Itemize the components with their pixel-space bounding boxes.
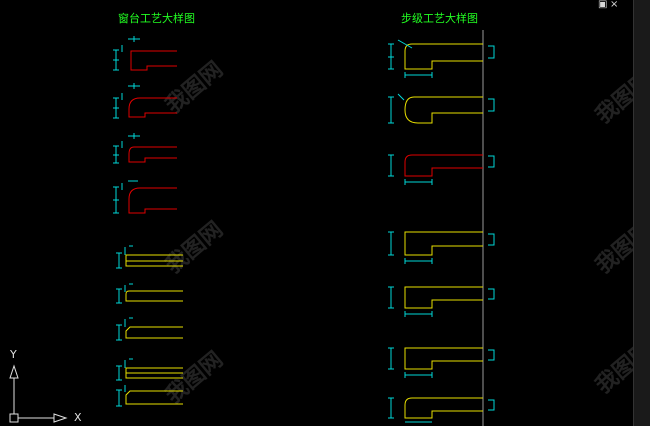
right-drawing-title: 步级工艺大样图 — [401, 12, 478, 25]
step-detail-2 — [404, 96, 483, 124]
step-detail-7 — [404, 397, 483, 419]
ucs-x-label: X — [74, 411, 82, 424]
sill-detail-2 — [128, 97, 177, 118]
restore-window-icon[interactable]: ▣ — [598, 0, 608, 10]
vertical-scrollbar[interactable] — [633, 0, 650, 426]
dimension-marks-left — [113, 36, 140, 407]
step-detail-4 — [404, 231, 483, 256]
ucs-icon — [9, 364, 68, 423]
sill-profile-5 — [125, 390, 183, 405]
left-drawing-title: 窗台工艺大样图 — [118, 12, 195, 25]
step-detail-1 — [404, 43, 483, 70]
sill-profile-3 — [125, 326, 183, 339]
step-detail-5 — [404, 286, 483, 309]
step-detail-6 — [404, 347, 483, 370]
sill-detail-1 — [130, 50, 177, 71]
close-window-icon[interactable]: × — [610, 0, 619, 10]
sill-profile-4 — [125, 367, 183, 379]
sill-detail-4 — [128, 187, 177, 214]
sill-profile-1 — [125, 254, 183, 267]
sill-detail-3 — [128, 146, 177, 163]
sill-profile-2 — [125, 290, 183, 302]
ucs-y-label: Y — [10, 348, 17, 361]
dimension-marks-right — [388, 39, 495, 423]
step-detail-3 — [404, 154, 483, 177]
